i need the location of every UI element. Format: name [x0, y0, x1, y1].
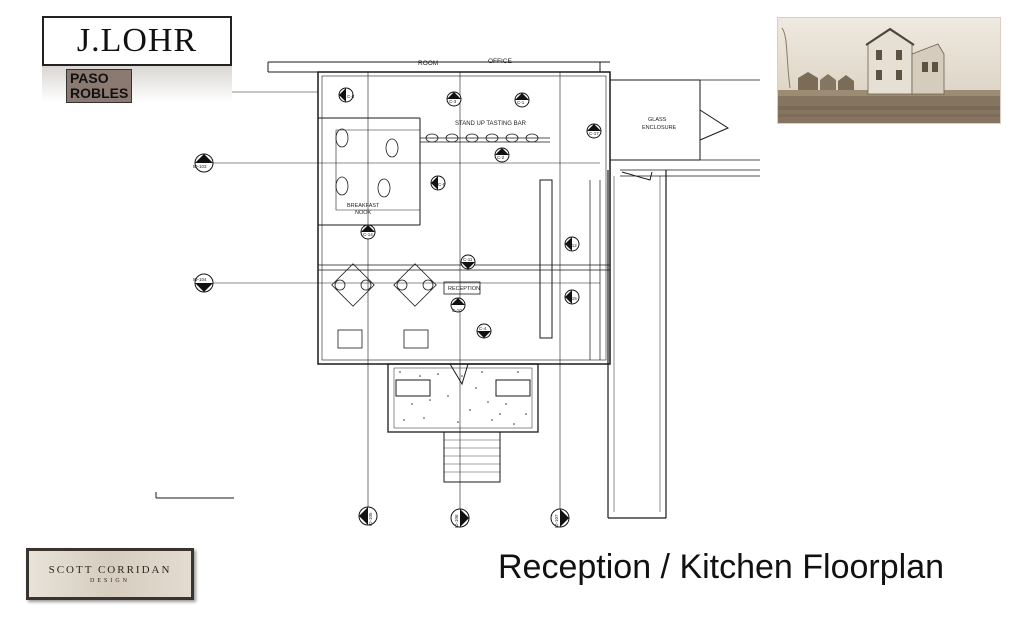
- elevation-marker-107: ID-107: [550, 508, 570, 528]
- svg-text:C-11: C-11: [463, 257, 473, 262]
- svg-text:C-12: C-12: [567, 243, 577, 248]
- svg-text:C-15: C-15: [567, 296, 577, 301]
- svg-text:C-1: C-1: [517, 100, 525, 105]
- brand-name: J.LOHR: [76, 22, 198, 59]
- svg-text:ID-104: ID-104: [193, 277, 207, 282]
- camera-tag-c2: C-2: [494, 147, 510, 163]
- svg-text:ID-103: ID-103: [193, 164, 207, 169]
- label-tasting-bar: STAND UP TASTING BAR: [455, 121, 527, 127]
- elevation-marker-106: ID-106: [450, 508, 470, 528]
- label-office: OFFICE: [488, 58, 512, 65]
- label-room: ROOM: [418, 60, 438, 67]
- label-reception: RECEPTION: [448, 286, 480, 292]
- svg-text:C-10: C-10: [452, 308, 462, 313]
- scott-corridan-logo: SCOTT CORRIDAN DESIGN: [26, 548, 194, 600]
- label-enclosure: ENCLOSURE: [642, 125, 677, 131]
- svg-text:C-2: C-2: [497, 155, 505, 160]
- camera-tag-c10: C-10: [450, 297, 466, 313]
- svg-text:C-3: C-3: [449, 99, 457, 104]
- svg-text:C-4: C-4: [479, 326, 487, 331]
- camera-tag-c1: C-1: [514, 92, 530, 108]
- elevation-marker-103: ID-103: [193, 153, 214, 173]
- elevation-marker-105: ID-105: [358, 506, 378, 526]
- svg-text:ID-106: ID-106: [454, 514, 459, 528]
- camera-tag-c3: C-3: [446, 91, 462, 107]
- camera-tag-c12: C-12: [564, 236, 580, 252]
- svg-text:C-9: C-9: [438, 182, 446, 187]
- designer-name: SCOTT CORRIDAN: [48, 564, 172, 576]
- camera-tag-c11: C-11: [460, 254, 476, 270]
- camera-tag-c8: C-8: [338, 87, 355, 103]
- slide-title: Reception / Kitchen Floorplan: [498, 548, 945, 586]
- svg-text:C-8: C-8: [347, 94, 355, 99]
- camera-tag-c17: C-17: [586, 123, 602, 139]
- elevation-marker-104: ID-104: [193, 273, 214, 293]
- label-nook: NOOK: [355, 210, 372, 216]
- brand-sub-paso: PASO: [70, 70, 109, 86]
- svg-text:C-17: C-17: [589, 131, 599, 136]
- svg-text:ID-107: ID-107: [554, 514, 559, 528]
- camera-tag-c9: C-9: [430, 175, 446, 191]
- jlohr-logo: J.LOHR: [42, 16, 232, 66]
- historic-farmhouse-photo: [778, 18, 1000, 123]
- label-breakfast: BREAKFAST: [347, 203, 380, 209]
- label-glass: GLASS: [648, 117, 667, 123]
- svg-text:C-14: C-14: [363, 232, 373, 237]
- designer-tag: DESIGN: [90, 578, 130, 584]
- camera-tag-c15: C-15: [564, 289, 580, 305]
- brand-sub-robles: ROBLES: [70, 85, 129, 101]
- svg-text:ID-105: ID-105: [368, 512, 373, 526]
- camera-tag-c4: C-4: [476, 323, 492, 339]
- camera-tag-c14: C-14: [360, 224, 376, 240]
- paso-robles-badge: PASO ROBLES: [66, 69, 132, 103]
